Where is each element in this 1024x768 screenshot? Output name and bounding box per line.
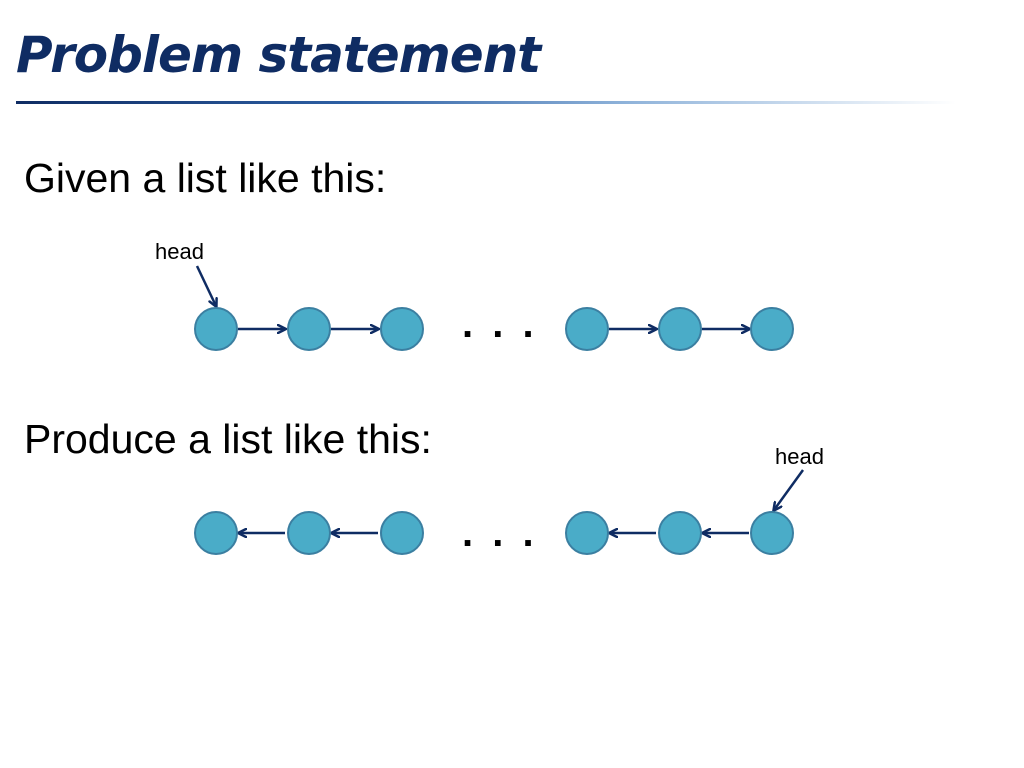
produce-node: [380, 511, 424, 555]
given-ellipsis: . . .: [462, 302, 538, 346]
produce-list: head . . .: [194, 444, 824, 555]
given-node: [380, 307, 424, 351]
given-node: [194, 307, 238, 351]
given-text: Given a list like this:: [24, 155, 387, 201]
given-head-pointer: [195, 265, 216, 306]
produce-head-pointer: [774, 469, 805, 510]
produce-node: [750, 511, 794, 555]
produce-ellipsis: . . .: [462, 511, 538, 555]
given-node: [565, 307, 609, 351]
given-node: [287, 307, 331, 351]
produce-node: [565, 511, 609, 555]
given-node: [750, 307, 794, 351]
given-head-label: head: [155, 239, 204, 264]
given-node: [658, 307, 702, 351]
given-list: head . . .: [155, 239, 794, 351]
produce-head-label: head: [775, 444, 824, 469]
title-underline: [16, 101, 956, 104]
produce-text: Produce a list like this:: [24, 416, 432, 462]
produce-node: [658, 511, 702, 555]
produce-node: [287, 511, 331, 555]
slide-title: Problem statement: [16, 26, 541, 84]
produce-node: [194, 511, 238, 555]
